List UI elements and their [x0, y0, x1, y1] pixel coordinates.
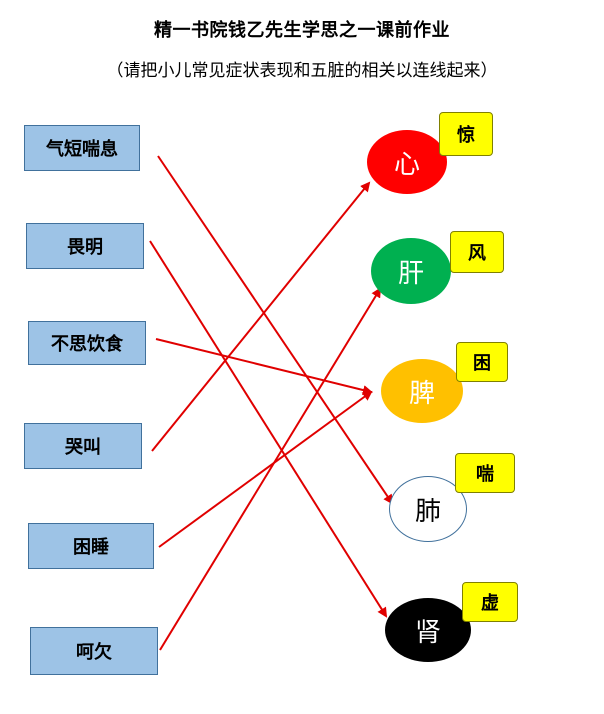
- connection-arrow: [157, 155, 394, 505]
- symptom-label: 气短喘息: [46, 139, 118, 160]
- page-title: 精一书院钱乙先生学思之一课前作业: [154, 20, 450, 41]
- organ-circle-kidney[interactable]: 肾: [385, 598, 471, 662]
- symptom-box-crying[interactable]: 哭叫: [24, 423, 142, 469]
- organ-circle-lung[interactable]: 肺: [389, 476, 467, 542]
- symptom-box-photophobia[interactable]: 畏明: [26, 223, 144, 269]
- symptom-label: 不思饮食: [51, 334, 123, 355]
- symptom-box-yawning[interactable]: 呵欠: [30, 627, 158, 675]
- symptom-label: 呵欠: [76, 642, 112, 663]
- symptom-box-shortness-of-breath[interactable]: 气短喘息: [24, 125, 140, 171]
- connection-arrow: [149, 240, 388, 618]
- organ-label: 脾: [408, 378, 435, 409]
- symptom-label: 畏明: [67, 237, 103, 258]
- connection-arrow: [158, 390, 373, 548]
- organ-label: 肾: [414, 617, 441, 648]
- symptom-box-no-appetite[interactable]: 不思饮食: [28, 321, 146, 365]
- tag-pant: 喘: [455, 453, 515, 493]
- connection-arrow: [155, 338, 373, 395]
- organ-circle-heart[interactable]: 心: [367, 130, 447, 194]
- connection-arrow: [159, 287, 382, 651]
- tag-fright: 惊: [439, 112, 493, 156]
- symptom-label: 困睡: [73, 537, 109, 558]
- organ-label: 肝: [397, 258, 424, 289]
- tag-wind: 风: [450, 231, 504, 273]
- organ-circle-liver[interactable]: 肝: [371, 238, 451, 304]
- page-subtitle: （请把小儿常见症状表现和五脏的相关以连线起来）: [106, 61, 498, 81]
- organ-label: 心: [393, 149, 420, 180]
- connection-arrow: [151, 181, 371, 452]
- symptom-box-drowsiness[interactable]: 困睡: [28, 523, 154, 569]
- tag-deficiency: 虚: [462, 582, 518, 622]
- symptom-label: 哭叫: [65, 437, 101, 458]
- organ-label: 肺: [414, 496, 441, 527]
- tag-sleepy: 困: [456, 342, 508, 382]
- organ-circle-spleen[interactable]: 脾: [381, 359, 463, 423]
